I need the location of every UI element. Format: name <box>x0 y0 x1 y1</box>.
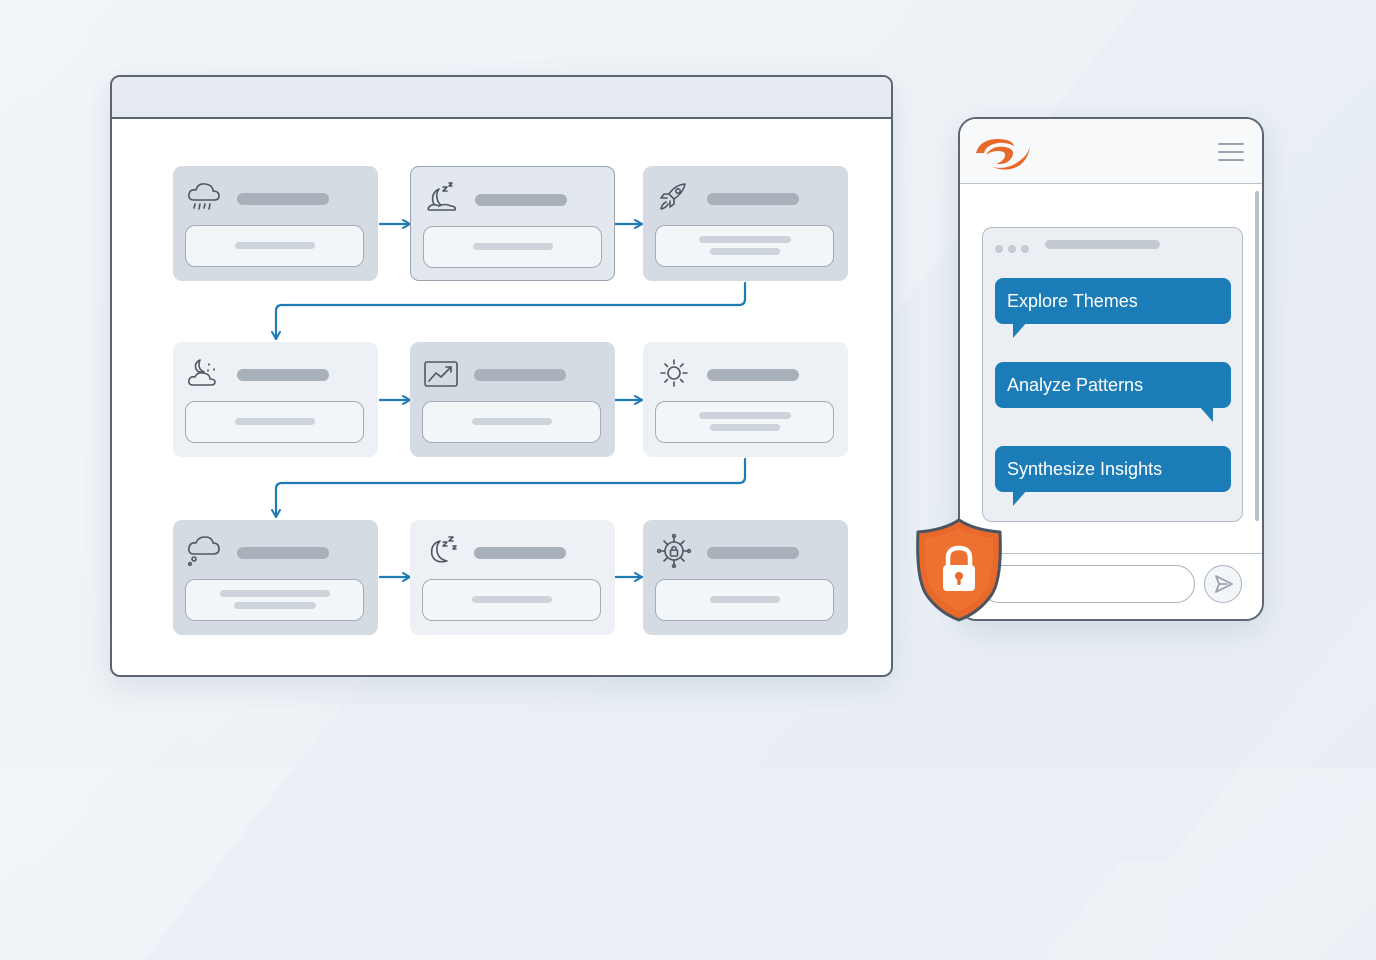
field-text-placeholder <box>471 596 552 603</box>
field-text-placeholder <box>472 243 553 250</box>
rocket-icon <box>655 178 693 216</box>
field-text-placeholder <box>698 412 791 419</box>
card-title-placeholder <box>237 547 329 559</box>
workflow-card[interactable] <box>643 520 848 635</box>
field-text-placeholder <box>234 242 315 249</box>
card-title-placeholder <box>474 369 566 381</box>
card-title-placeholder <box>707 369 799 381</box>
window-title-bar <box>112 77 891 119</box>
workflow-card[interactable] <box>173 342 378 457</box>
field-text-placeholder <box>471 418 552 425</box>
bubble-label: Synthesize Insights <box>1007 459 1163 479</box>
bubble-label: Analyze Patterns <box>1007 375 1144 395</box>
message-composer <box>960 553 1262 619</box>
flow-arrow <box>271 457 747 519</box>
chat-scrollbar[interactable] <box>1255 191 1259 521</box>
workflow-card[interactable] <box>643 166 848 281</box>
card-input-field[interactable] <box>185 401 364 443</box>
sun-icon <box>655 354 693 392</box>
shield-lock-icon <box>912 516 1006 624</box>
chat-assistant-panel: Explore Themes Analyze Patterns Synthesi… <box>958 117 1264 621</box>
card-input-field[interactable] <box>422 401 601 443</box>
flow-arrow <box>271 281 747 341</box>
bubble-tail <box>1199 406 1213 422</box>
card-title-placeholder <box>237 369 329 381</box>
field-text-placeholder <box>709 248 780 255</box>
field-text-placeholder <box>698 236 791 243</box>
night-cloud-icon <box>185 354 223 392</box>
field-text-placeholder <box>219 590 330 597</box>
workflow-canvas <box>112 77 891 675</box>
card-title-placeholder <box>707 547 799 559</box>
field-text-placeholder <box>709 596 780 603</box>
hamburger-menu-icon[interactable] <box>1218 143 1244 163</box>
card-input-field[interactable] <box>655 401 834 443</box>
workflow-card[interactable] <box>410 342 615 457</box>
send-arrow-icon <box>1215 575 1233 593</box>
moon-sleep-icon <box>422 532 460 570</box>
card-input-field[interactable] <box>655 225 834 267</box>
workflow-card[interactable] <box>173 520 378 635</box>
workflow-card[interactable] <box>643 342 848 457</box>
rain-cloud-icon <box>185 178 223 216</box>
field-text-placeholder <box>233 602 316 609</box>
suggestion-bubble-explore-themes[interactable]: Explore Themes <box>995 278 1231 338</box>
window-dots <box>995 240 1034 258</box>
brand-swirl-logo <box>972 133 1034 173</box>
workflow-card[interactable] <box>410 520 615 635</box>
card-input-field[interactable] <box>422 579 601 621</box>
message-input[interactable] <box>980 565 1195 603</box>
card-title-placeholder <box>474 547 566 559</box>
send-button[interactable] <box>1204 565 1242 603</box>
workflow-card[interactable] <box>173 166 378 281</box>
trend-chart-icon <box>422 354 460 392</box>
field-text-placeholder <box>234 418 315 425</box>
suggestion-bubble-synthesize-insights[interactable]: Synthesize Insights <box>995 446 1231 506</box>
card-input-field[interactable] <box>185 579 364 621</box>
moon-sleep-icon <box>423 179 461 217</box>
card-title-placeholder <box>237 193 329 205</box>
suggestion-bubble-analyze-patterns[interactable]: Analyze Patterns <box>995 362 1231 422</box>
card-title-placeholder <box>707 193 799 205</box>
chat-address-placeholder <box>1045 240 1160 249</box>
bubble-label: Explore Themes <box>1007 291 1138 311</box>
bubble-tail <box>1013 490 1027 506</box>
card-title-placeholder <box>475 194 567 206</box>
field-text-placeholder <box>709 424 780 431</box>
workflow-window <box>110 75 893 677</box>
card-input-field[interactable] <box>423 226 602 268</box>
bubble-tail <box>1013 322 1027 338</box>
card-input-field[interactable] <box>185 225 364 267</box>
workflow-card[interactable] <box>410 166 615 281</box>
chat-header <box>960 119 1262 184</box>
thought-cloud-icon <box>185 532 223 570</box>
card-input-field[interactable] <box>655 579 834 621</box>
chat-message-area: Explore Themes Analyze Patterns Synthesi… <box>982 227 1243 522</box>
network-lock-icon <box>655 532 693 570</box>
